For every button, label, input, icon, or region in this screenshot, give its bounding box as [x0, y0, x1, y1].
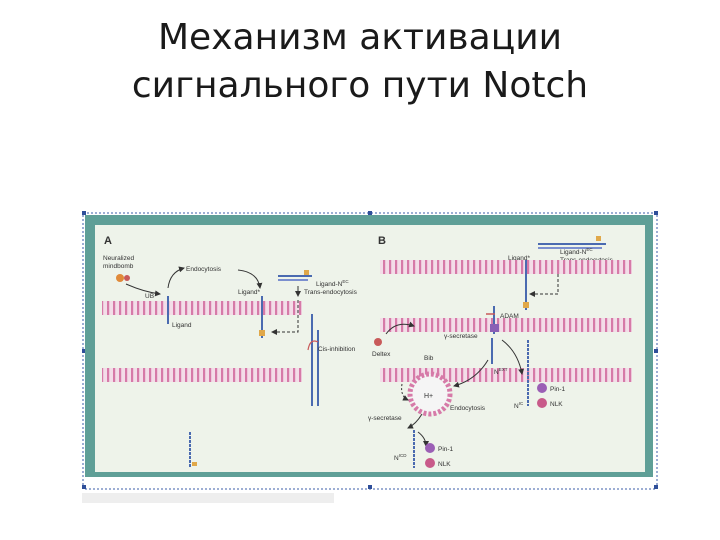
panel-b-label: B [378, 235, 386, 247]
resize-handle[interactable] [82, 349, 86, 353]
next-label: NEXT [494, 367, 508, 376]
slide-title: Механизм активации сигнального пути Notc… [0, 14, 720, 110]
bib-endosome [407, 371, 453, 417]
adam-label: ADAM [500, 313, 519, 320]
notch-pathway-figure[interactable]: A Neuralized mindbomb UB Endocytosis Lig… [82, 210, 662, 510]
membrane-a-top [102, 301, 302, 315]
membrane-b-middle [380, 318, 632, 332]
h-plus-label: H+ [424, 393, 433, 400]
ligand-a-label: Ligand [172, 322, 192, 329]
resize-handle[interactable] [654, 211, 658, 215]
gamma-secretase-b-label: γ-secretase [444, 333, 478, 340]
nlk-protein [537, 398, 547, 408]
ligand-nec-b-label: Ligand-NEC [560, 247, 593, 256]
deltex-label: Deltex [372, 351, 391, 358]
deltex-arrow [385, 321, 415, 335]
nlk-2-label: NLK [438, 461, 451, 468]
resize-handle[interactable] [368, 485, 372, 489]
ub-arrow [125, 283, 161, 297]
ligand-nec-b-tag [596, 236, 601, 241]
ligand-star-a-label: Ligand* [238, 289, 261, 296]
resize-handle[interactable] [82, 485, 86, 489]
nicd-arrow [417, 431, 429, 447]
notch-pathway-diagram: A Neuralized mindbomb UB Endocytosis Lig… [82, 211, 658, 503]
neuralized-label: Neuralized [103, 255, 134, 262]
ligand-star-a-domain [259, 330, 265, 336]
bib-label: Bib [424, 355, 434, 362]
gamma-secretase-complex [490, 324, 499, 332]
receptor-a-lower-tag [192, 462, 197, 466]
nlk-protein-2 [425, 458, 435, 468]
nicd-label: NICD [394, 453, 407, 462]
nic-arrow [501, 339, 525, 375]
resize-handle[interactable] [654, 349, 658, 353]
pin1-2-label: Pin-1 [438, 446, 454, 453]
endocytosis-a-label: Endocytosis [186, 266, 222, 273]
nic-label: NIC [514, 401, 524, 410]
resize-handle[interactable] [82, 211, 86, 215]
membrane-a-bottom [102, 368, 302, 382]
pin1-protein-2 [425, 443, 435, 453]
pin1-label: Pin-1 [550, 386, 566, 393]
slide-title-line-2: сигнального пути Notch [131, 65, 589, 106]
dashed-return-a [271, 300, 299, 335]
mindbomb-protein [124, 275, 130, 281]
nlk-label: NLK [550, 401, 563, 408]
mindbomb-label: mindbomb [103, 263, 134, 270]
pin1-protein [537, 383, 547, 393]
ub-label: UB [145, 293, 154, 300]
ligand-b-domain [523, 302, 529, 308]
gamma-secretase-2-label: γ-secretase [368, 415, 402, 422]
resize-handle[interactable] [654, 485, 658, 489]
ligand-star-b-label: Ligand* [508, 255, 531, 262]
ligand-nec-a-tag [304, 270, 309, 275]
footer-strip [82, 493, 334, 503]
trans-endocytosis-a-label: Trans-endocytosis [304, 289, 358, 296]
neuralized-protein [116, 274, 124, 282]
ligand-nec-a-label: Ligand-NEC [316, 279, 349, 288]
cis-inhibition-label: Cis-inhibition [318, 346, 356, 353]
slide-title-line-1: Механизм активации [158, 17, 562, 58]
resize-handle[interactable] [368, 211, 372, 215]
panel-a-label: A [104, 235, 112, 247]
next-to-endosome-arrow [453, 359, 489, 388]
membrane-b-top [380, 260, 632, 274]
endocytosis-return-arrow [237, 269, 263, 289]
gamma-secretase-2-arrow [407, 413, 423, 429]
endocytosis-b-label: Endocytosis [450, 405, 486, 412]
endosome-entry-arrow [401, 383, 409, 401]
deltex-protein [374, 338, 382, 346]
endocytosis-arrow-a [167, 266, 185, 289]
cis-inhibition-arc [307, 340, 319, 351]
